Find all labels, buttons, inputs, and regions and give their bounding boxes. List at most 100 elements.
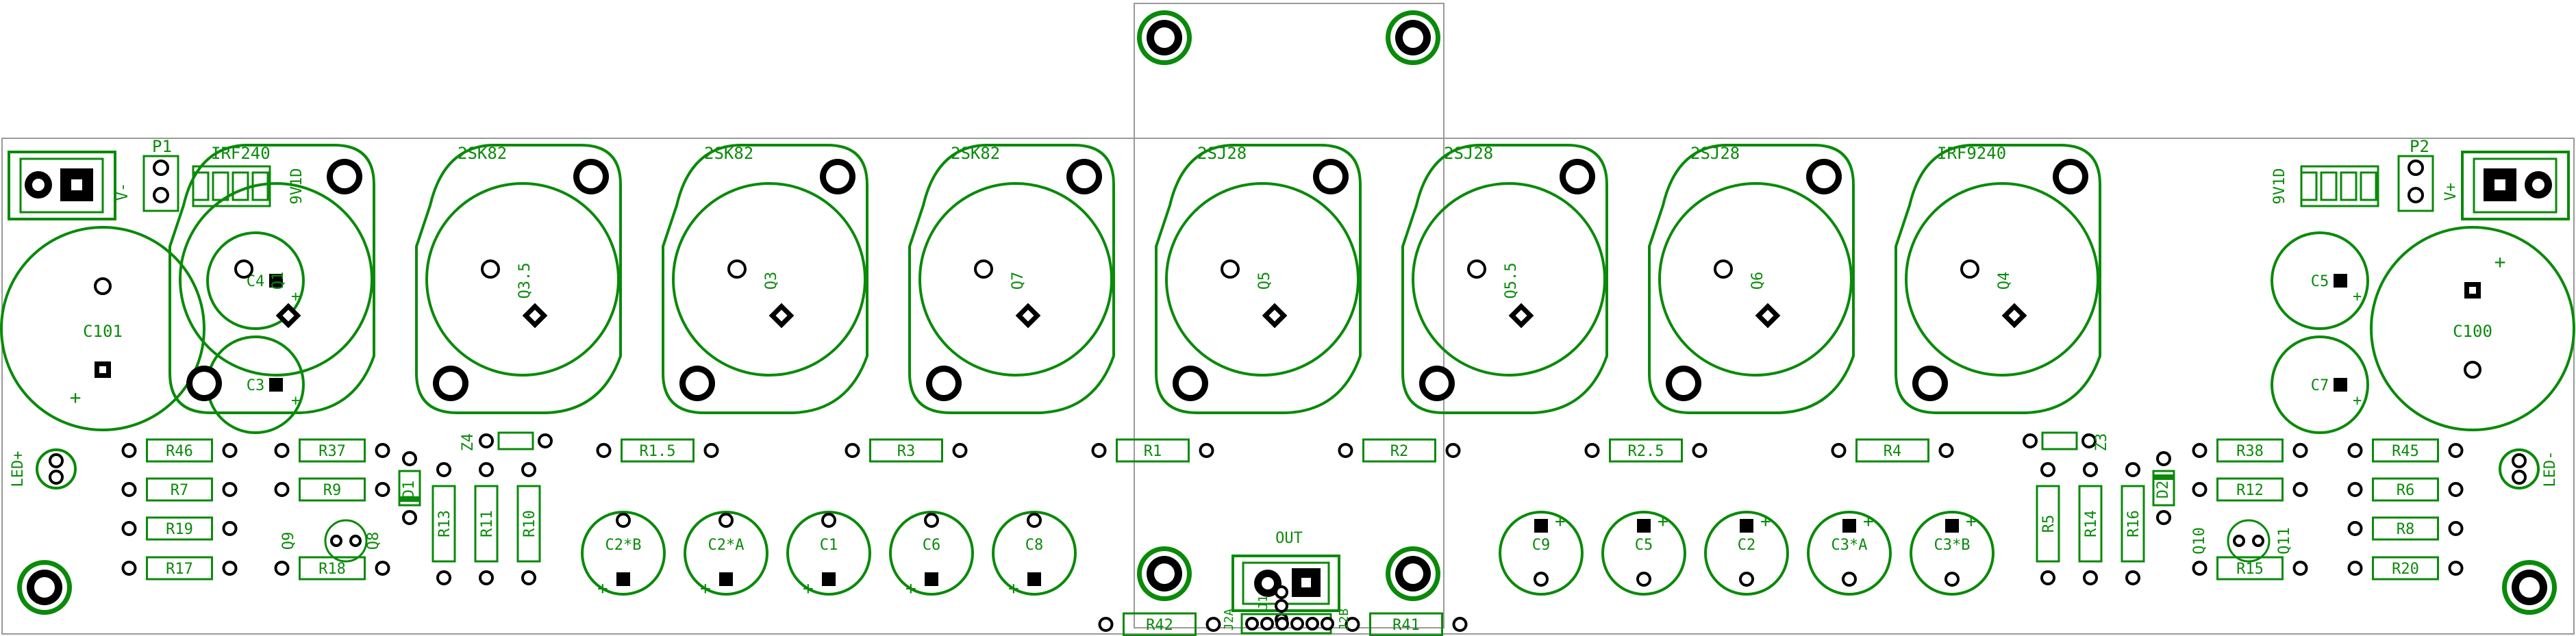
plus-c100: + — [2494, 251, 2506, 273]
cap-c2-label: C2 — [1738, 537, 1756, 554]
zener-array-right: 9V1D — [2271, 165, 2379, 207]
cap-c2-a-label: C2*A — [708, 537, 745, 554]
cap-c2-b: C2*B+ — [581, 511, 666, 599]
resistor-r14-label: R14 — [2083, 510, 2100, 537]
cap-c2-b-label: C2*B — [605, 537, 642, 554]
resistor-r1-5: R1.5 — [596, 438, 719, 463]
label-c3: C3 — [247, 377, 265, 394]
label-part-7: IRF9240 — [1937, 144, 2006, 163]
resistor-r42: R42 — [1098, 612, 1221, 636]
resistor-r18-label: R18 — [318, 561, 346, 578]
resistor-r8-label: R8 — [2397, 521, 2415, 538]
resistor-r14: R14 — [2078, 462, 2103, 585]
label-part-2: 2SK82 — [704, 144, 753, 163]
diode-z3: Z3 — [2023, 431, 2110, 452]
label-ref-1: Q3.5 — [516, 263, 534, 299]
label-z4: Z4 — [460, 433, 477, 452]
resistor-r8: R8 — [2347, 516, 2464, 541]
resistor-r12-label: R12 — [2236, 482, 2264, 499]
resistor-r20-label: R20 — [2392, 561, 2419, 578]
resistor-r3: R3 — [845, 438, 968, 463]
resistor-r46: R46 — [121, 438, 238, 463]
cap-c6-label: C6 — [923, 537, 941, 554]
resistor-r15-label: R15 — [2236, 561, 2264, 578]
label-part-6: 2SJ28 — [1690, 144, 1740, 163]
resistor-r41: R41 — [1345, 612, 1468, 636]
label-part-5: 2SJ28 — [1444, 144, 1493, 163]
resistor-r37: R37 — [274, 438, 390, 463]
cap-c2-a-plus: + — [700, 578, 711, 599]
resistor-r6-label: R6 — [2397, 482, 2415, 499]
resistor-r11: R11 — [474, 462, 499, 585]
label-ref-5: Q5.5 — [1503, 263, 1520, 299]
transistor-q10-q11: Q10 Q11 — [2191, 519, 2293, 563]
cap-c5: C5 + — [1601, 511, 1686, 596]
resistor-r4: R4 — [1831, 438, 1954, 463]
resistor-r3-label: R3 — [897, 443, 916, 460]
resistor-r9: R9 — [274, 477, 390, 502]
label-z3: Z3 — [2093, 433, 2110, 452]
label-q10: Q10 — [2191, 527, 2208, 555]
resistor-r10: R10 — [516, 462, 541, 585]
diode-d2: D2 — [2152, 451, 2175, 525]
plus-c101: + — [70, 386, 82, 409]
header-j2: J2A J2B — [1222, 609, 1351, 635]
electrolytic-caps: C2*B+C2*A+C1+C6+C8+C9+C5+C2+C3*A+C3*B+ — [581, 511, 1994, 599]
led-right: LED- — [2499, 448, 2559, 489]
cap-c9: C9+ — [1499, 511, 1584, 596]
label-ref-4: Q5 — [1256, 272, 1273, 290]
resistor-r5-label: R5 — [2040, 515, 2058, 533]
resistor-r11-label: R11 — [479, 510, 496, 537]
resistor-r18: R18 — [274, 556, 390, 581]
label-c100: C100 — [2453, 322, 2492, 341]
plus-c5: + — [2353, 288, 2362, 305]
resistor-r12: R12 — [2192, 477, 2308, 502]
resistor-r1: R1 — [1091, 438, 1214, 463]
heatsink-tab-edge — [1134, 3, 1445, 628]
resistor-r17: R17 — [121, 556, 238, 581]
resistor-r5: R5 — [2036, 462, 2060, 585]
plus-c4: + — [291, 288, 300, 305]
cap-c3-b-plus: + — [1966, 511, 1977, 532]
label-led-plus: LED+ — [10, 451, 27, 487]
cap-c1-label: C1 — [820, 537, 838, 554]
cap-c5-label: C5 — [1635, 537, 1653, 554]
diode-d1: D1 — [398, 451, 421, 525]
header-p1: P1 — [142, 137, 179, 212]
label-j2a: J2A — [1222, 609, 1236, 631]
label-part-0: IRF240 — [211, 144, 271, 163]
cap-c6: C6 + — [889, 511, 974, 599]
label-v-minus: V- — [114, 183, 132, 201]
cap-c1-plus: + — [803, 578, 814, 599]
label-d2: D2 — [2155, 481, 2172, 499]
resistor-r15: R15 — [2192, 556, 2308, 581]
cap-c6-plus: + — [905, 578, 916, 599]
label-c101: C101 — [83, 322, 123, 341]
connector-v-plus: V- — [8, 151, 132, 220]
resistor-r45-label: R45 — [2392, 443, 2419, 460]
cap-c100: C100 + — [2370, 226, 2575, 431]
cap-c2-a: C2*A + — [684, 511, 768, 599]
resistor-r6: R6 — [2347, 477, 2464, 502]
power-transistors: IRF240Q12SK82Q3.52SK82Q32SK82Q72SJ28Q52S… — [168, 144, 2101, 414]
resistor-r41-label: R41 — [1392, 617, 1420, 634]
label-c7: C7 — [2311, 377, 2329, 394]
resistor-r16-label: R16 — [2125, 510, 2142, 537]
label-part-4: 2SJ28 — [1197, 144, 1247, 163]
label-ref-7: Q4 — [1996, 272, 2013, 290]
label-q9: Q9 — [280, 532, 297, 550]
resistor-r10-label: R10 — [521, 510, 538, 537]
cap-c3: C3 + — [206, 335, 305, 434]
cap-c5-plus: + — [1658, 511, 1668, 532]
resistor-r20: R20 — [2347, 556, 2464, 581]
plus-c3: + — [291, 392, 300, 409]
label-part-1: 2SK82 — [458, 144, 507, 163]
cap-c8-label: C8 — [1025, 537, 1044, 554]
cap-c3-a-plus: + — [1863, 511, 1874, 532]
